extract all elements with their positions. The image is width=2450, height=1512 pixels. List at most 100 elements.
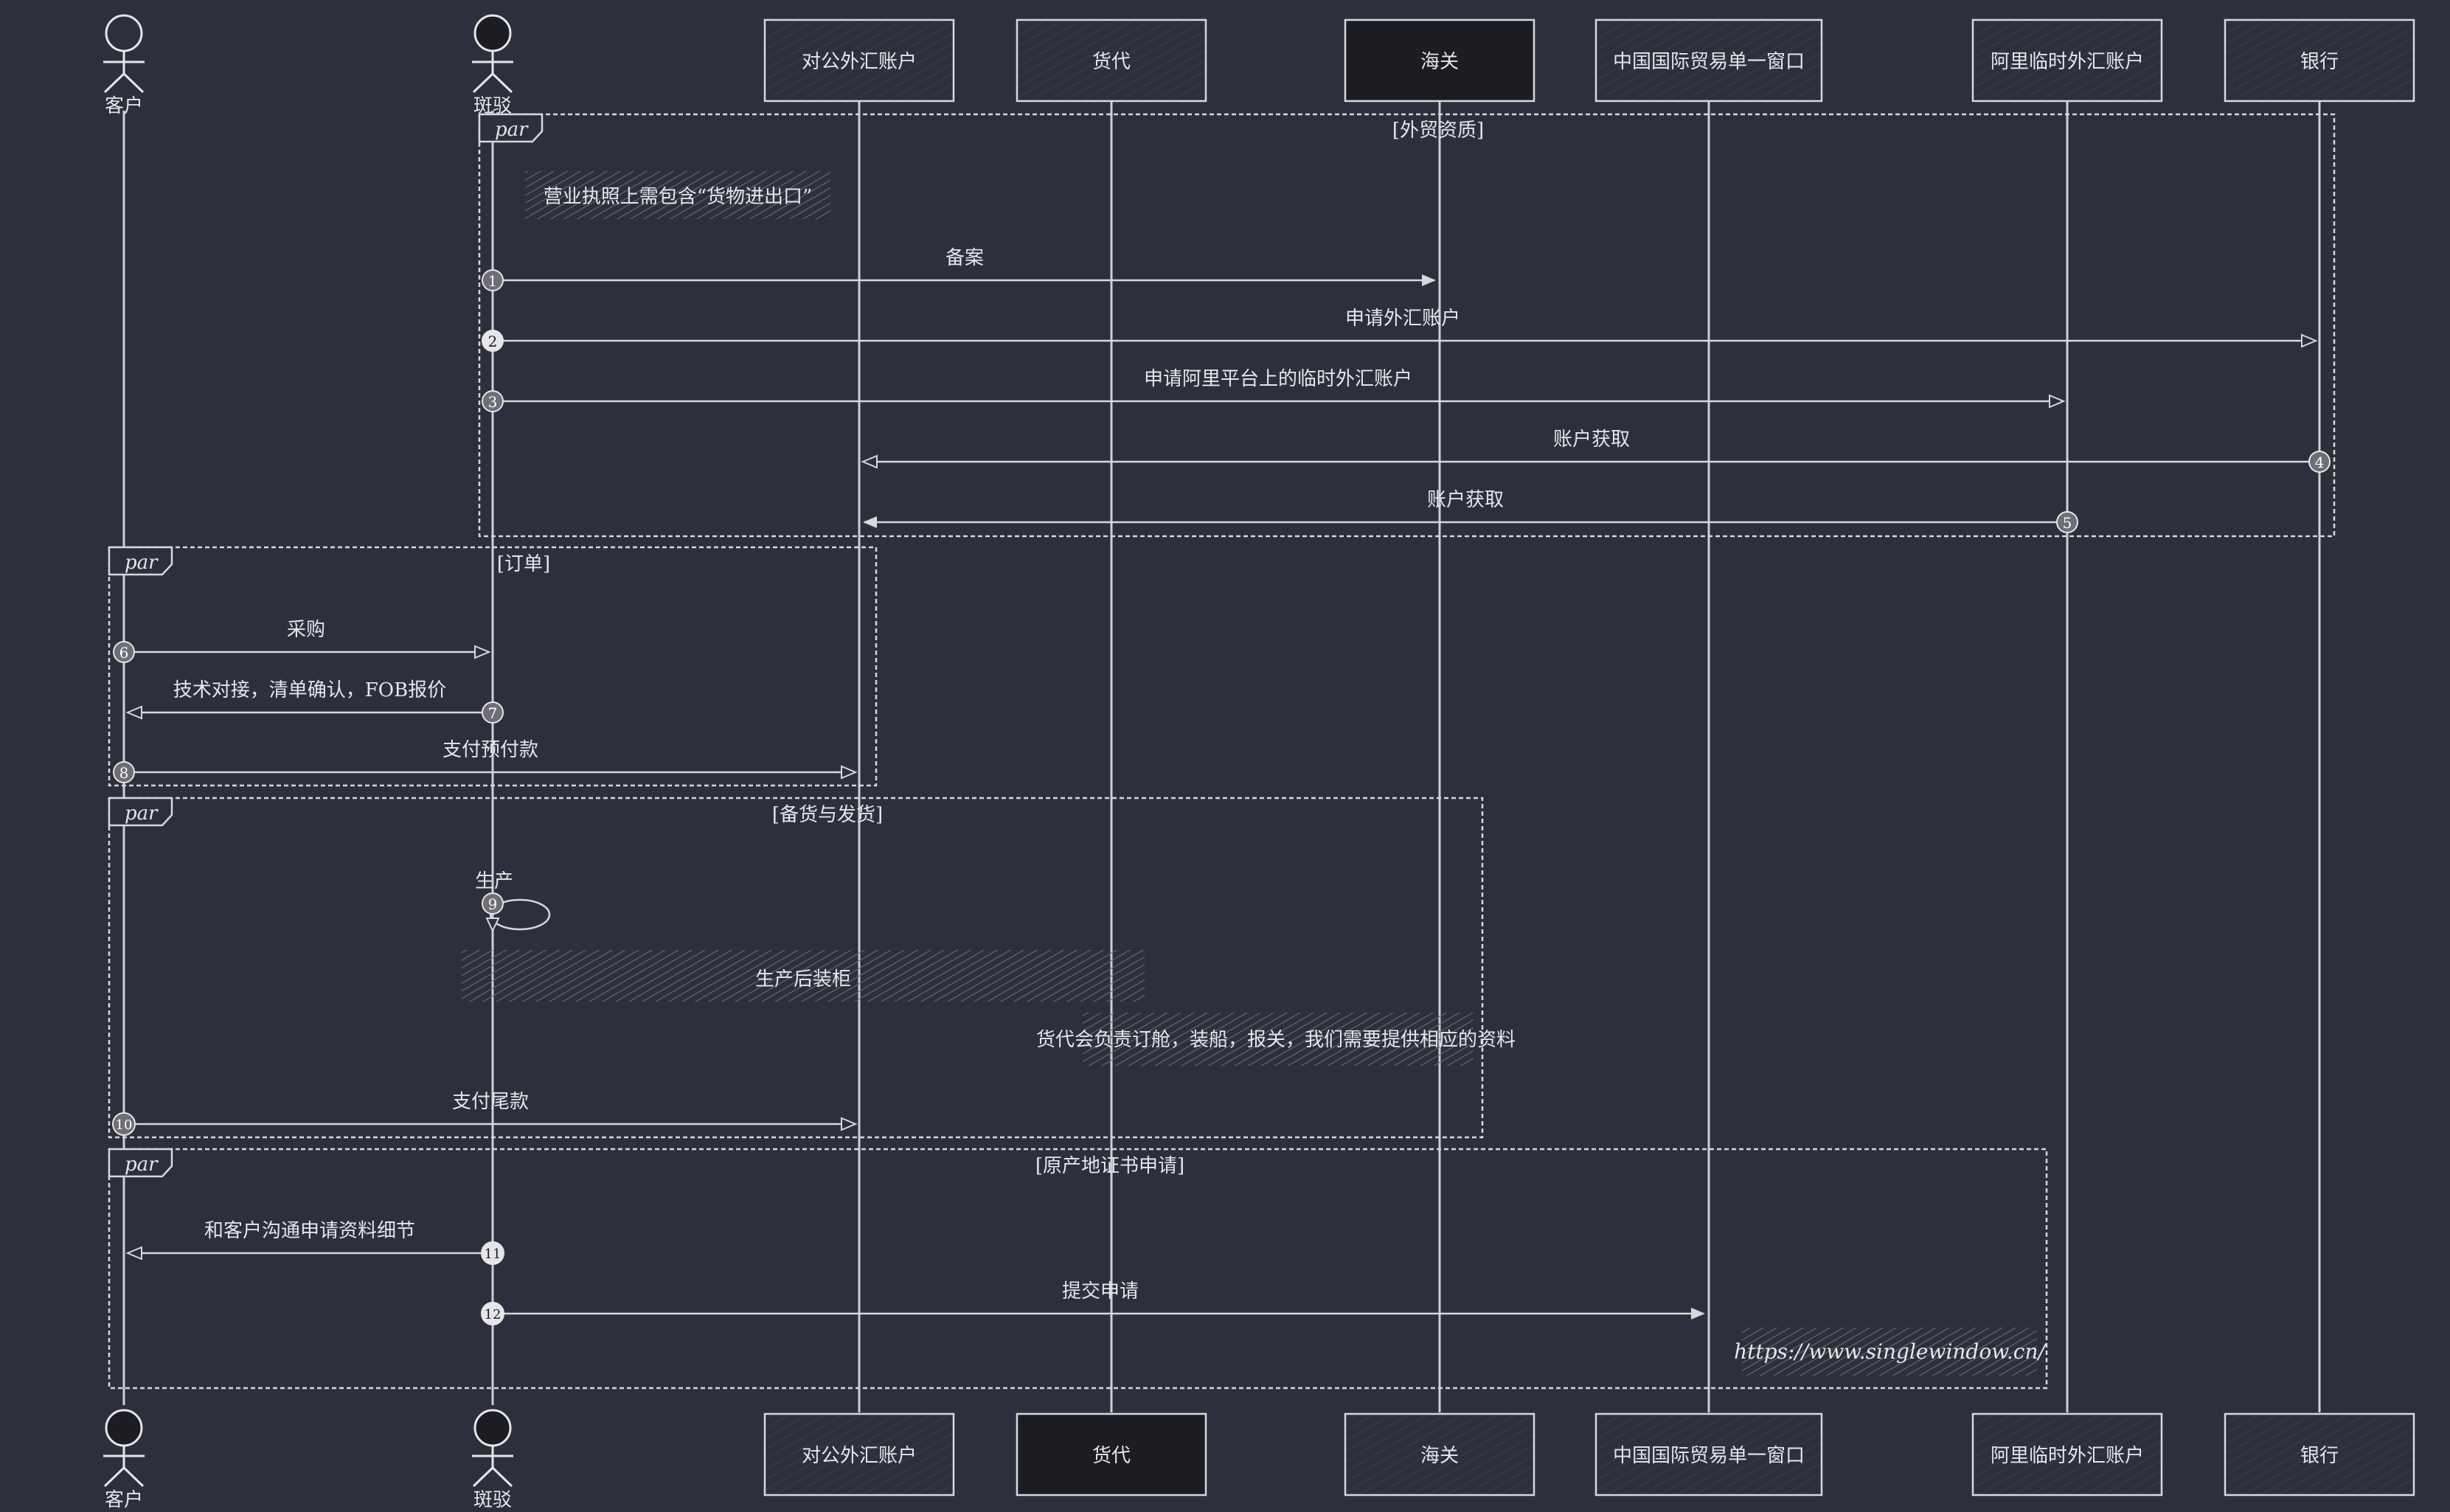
group-yuanchandi-keyword: par <box>125 1154 159 1176</box>
group-beihuo-keyword: par <box>125 802 159 825</box>
participant-haiguan-label: 海关 <box>1420 51 1459 73</box>
participant-kehu-label: 客户 <box>105 95 143 117</box>
group-beihuo: par [备货与发货] <box>108 797 1484 1139</box>
participant-yinhang-top: 银行 <box>2224 18 2415 103</box>
message-1: 备案 1 <box>482 247 1436 291</box>
message-9: 生产 9 <box>475 870 551 933</box>
message-1-label: 备案 <box>945 247 984 269</box>
message-11-label: 和客户沟通申请资料细节 <box>204 1220 415 1242</box>
message-12-number-badge <box>481 1302 504 1325</box>
group-waimao-title: [外贸资质] <box>1392 119 1484 142</box>
group-yuanchandi: par [原产地证书申请] <box>108 1148 2048 1390</box>
message-12: 提交申请 12 <box>481 1280 1705 1325</box>
message-4-number-badge <box>2308 451 2331 473</box>
participant-kehu-top: 客户 <box>103 14 145 117</box>
message-2-number: 2 <box>488 333 498 350</box>
message-8-number-badge <box>113 761 135 783</box>
message-11-number-badge <box>481 1241 504 1265</box>
group-waimao-keyword: par <box>495 119 529 141</box>
message-10: 支付尾款 10 <box>112 1091 858 1136</box>
participant-duigong-label-bottom: 对公外汇账户 <box>802 1445 917 1467</box>
message-3-number-badge <box>482 390 504 412</box>
participant-kehu-label-bottom: 客户 <box>105 1489 143 1511</box>
participant-danyi-label: 中国国际贸易单一窗口 <box>1613 51 1805 73</box>
message-11-number: 11 <box>485 1246 502 1262</box>
message-7-number-badge <box>482 701 504 724</box>
message-8-number: 8 <box>119 764 129 782</box>
participant-huodai-label: 货代 <box>1092 51 1131 73</box>
participant-kehu-bottom: 客户 <box>103 1409 145 1511</box>
message-10-number-badge <box>112 1112 136 1136</box>
messages: 备案 1 申请外汇账户 2 申请阿里平台上的临时外汇账户 3 账户获取 4 <box>112 247 2331 1325</box>
participant-danyi-top: 中国国际贸易单一窗口 <box>1594 18 1823 103</box>
message-3-number: 3 <box>488 393 498 411</box>
actor-icon <box>103 1409 145 1488</box>
message-7-label: 技术对接，清单确认，FOB报价 <box>173 679 446 701</box>
message-10-label: 支付尾款 <box>452 1091 529 1113</box>
notes: 营业执照上需包含“货物进出口” 生产后装柜 货代会负责订舱，装船，报关，我们需要… <box>462 171 2047 1376</box>
participant-haiguan-bottom: 海关 <box>1344 1412 1535 1497</box>
note-yingye-text: 营业执照上需包含“货物进出口” <box>544 186 813 208</box>
participant-alilinshi-top: 阿里临时外汇账户 <box>1971 18 2163 103</box>
message-1-number: 1 <box>488 272 498 290</box>
group-frames: par [外贸资质] par [订单] par [备货与发货] par [原产地… <box>108 113 2336 1390</box>
message-6: 采购 6 <box>113 619 491 663</box>
participant-haiguan-label-bottom: 海关 <box>1420 1445 1459 1467</box>
message-3: 申请阿里平台上的临时外汇账户 3 <box>482 368 2066 412</box>
message-9-number-badge <box>482 892 504 915</box>
participant-yinhang-label-bottom: 银行 <box>2300 1445 2339 1467</box>
participant-huodai-bottom: 货代 <box>1016 1412 1207 1497</box>
note-huodai-text: 货代会负责订舱，装船，报关，我们需要提供相应的资料 <box>1036 1029 1516 1051</box>
group-dingdan: par [订单] <box>108 546 878 787</box>
message-5: 账户获取 5 <box>863 489 2078 533</box>
participant-danyi-label-bottom: 中国国际贸易单一窗口 <box>1613 1445 1805 1467</box>
message-12-number: 12 <box>485 1307 502 1322</box>
message-10-number: 10 <box>116 1117 133 1133</box>
message-4-number: 4 <box>2315 454 2325 471</box>
note-zhuanggui: 生产后装柜 <box>462 950 1145 1002</box>
participants-top: 客户 斑驳 对公外汇账户 货代 海关 中国国际贸易单一窗口 <box>103 14 2415 117</box>
message-6-number-badge <box>113 641 135 663</box>
participant-alilinshi-label-bottom: 阿里临时外汇账户 <box>1991 1445 2144 1467</box>
note-yingye: 营业执照上需包含“货物进出口” <box>525 171 830 219</box>
message-9-number: 9 <box>488 895 498 913</box>
message-11: 和客户沟通申请资料细节 11 <box>125 1220 504 1265</box>
message-9-label: 生产 <box>475 870 513 892</box>
note-zhuanggui-text: 生产后装柜 <box>755 968 851 991</box>
message-7: 技术对接，清单确认，FOB报价 7 <box>125 679 504 724</box>
participant-danyi-bottom: 中国国际贸易单一窗口 <box>1594 1412 1823 1497</box>
actor-icon <box>103 14 145 94</box>
message-2: 申请外汇账户 2 <box>482 308 2318 352</box>
note-huodai: 货代会负责订舱，装船，报关，我们需要提供相应的资料 <box>1036 1013 1516 1066</box>
message-4-label: 账户获取 <box>1553 429 1630 451</box>
participant-banbo-label-bottom: 斑驳 <box>473 1489 512 1511</box>
message-8: 支付预付款 8 <box>113 739 858 783</box>
message-6-number: 6 <box>119 644 129 662</box>
note-singlewindow[interactable]: https://www.singlewindow.cn/ <box>1734 1328 2047 1376</box>
note-singlewindow-link[interactable]: https://www.singlewindow.cn/ <box>1734 1339 2047 1364</box>
message-1-number-badge <box>482 269 504 291</box>
participant-yinhang-label: 银行 <box>2300 51 2339 73</box>
message-5-number-badge <box>2056 511 2078 533</box>
message-4: 账户获取 4 <box>861 429 2331 473</box>
group-waimao: par [外贸资质] <box>478 113 2336 538</box>
message-5-number: 5 <box>2063 514 2072 532</box>
participant-alilinshi-bottom: 阿里临时外汇账户 <box>1971 1412 2163 1497</box>
actor-icon <box>472 1409 513 1488</box>
participant-duigong-top: 对公外汇账户 <box>763 18 955 103</box>
message-7-number: 7 <box>488 704 498 722</box>
participant-yinhang-bottom: 银行 <box>2224 1412 2415 1497</box>
participant-duigong-bottom: 对公外汇账户 <box>763 1412 955 1497</box>
participant-banbo-bottom: 斑驳 <box>472 1409 513 1511</box>
participant-haiguan-top: 海关 <box>1344 18 1535 103</box>
group-dingdan-title: [订单] <box>497 553 550 575</box>
participants-bottom: 客户 斑驳 对公外汇账户 货代 海关 中国国际贸易单一窗口 <box>103 1409 2415 1511</box>
message-2-label: 申请外汇账户 <box>1345 308 1460 330</box>
message-12-label: 提交申请 <box>1062 1280 1139 1303</box>
group-beihuo-title: [备货与发货] <box>772 804 883 826</box>
participant-huodai-label-bottom: 货代 <box>1092 1445 1131 1467</box>
participant-alilinshi-label: 阿里临时外汇账户 <box>1991 51 2144 73</box>
message-5-label: 账户获取 <box>1427 489 1504 511</box>
participant-duigong-label: 对公外汇账户 <box>802 51 917 73</box>
